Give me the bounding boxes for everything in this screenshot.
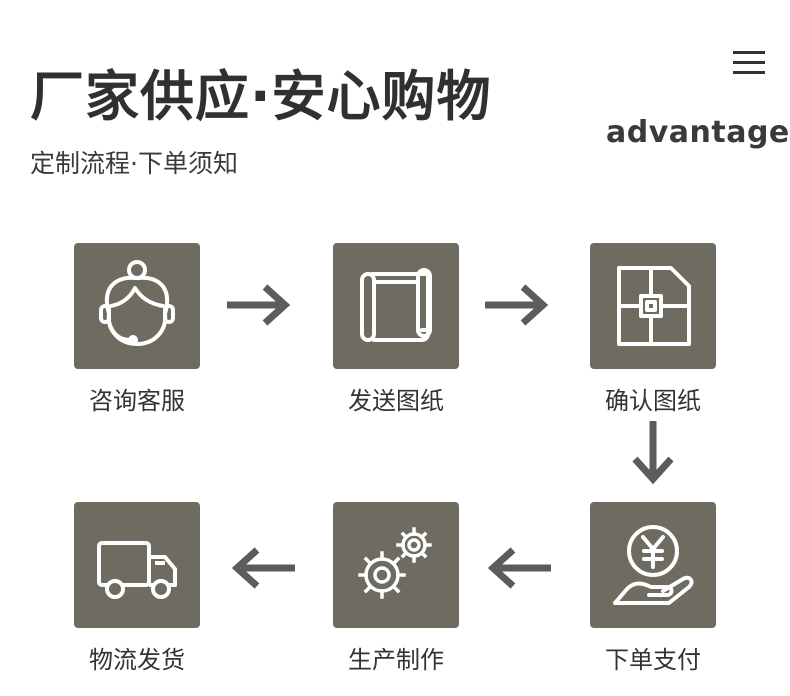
step-label: 下单支付 — [605, 646, 701, 674]
step-order-payment: 下单支付 — [588, 502, 718, 675]
step-label: 物流发货 — [89, 646, 185, 674]
truck-icon — [97, 541, 177, 599]
gears-icon — [358, 527, 432, 599]
step-tile — [74, 502, 200, 628]
step-logistics-shipping: 物流发货 — [72, 502, 202, 675]
step-tile — [74, 243, 200, 369]
advantage-tag: advantage — [606, 115, 790, 150]
arrow-left-icon — [231, 547, 295, 589]
yuan-coin-hand-icon — [613, 525, 694, 605]
step-tile — [590, 243, 716, 369]
arrow-right-icon — [227, 284, 291, 326]
step-consult-service: 咨询客服 — [72, 243, 202, 416]
step-label: 咨询客服 — [89, 387, 185, 415]
step-tile — [333, 243, 459, 369]
scroll-icon — [360, 268, 432, 342]
customer-service-icon — [99, 260, 175, 346]
step-label: 发送图纸 — [348, 387, 444, 415]
arrow-down-icon — [632, 421, 674, 485]
step-production: 生产制作 — [331, 502, 461, 675]
arrow-right-icon — [485, 284, 549, 326]
page-subtitle: 定制流程·下单须知 — [30, 149, 238, 178]
page-title: 厂家供应·安心购物 — [30, 65, 492, 128]
step-send-drawing: 发送图纸 — [331, 243, 461, 416]
step-tile — [590, 502, 716, 628]
step-label: 确认图纸 — [605, 387, 701, 415]
hamburger-menu-icon[interactable] — [733, 50, 765, 76]
step-confirm-drawing: 确认图纸 — [588, 243, 718, 416]
arrow-left-icon — [487, 547, 551, 589]
blueprint-icon — [617, 266, 691, 346]
step-tile — [333, 502, 459, 628]
step-label: 生产制作 — [348, 646, 444, 674]
